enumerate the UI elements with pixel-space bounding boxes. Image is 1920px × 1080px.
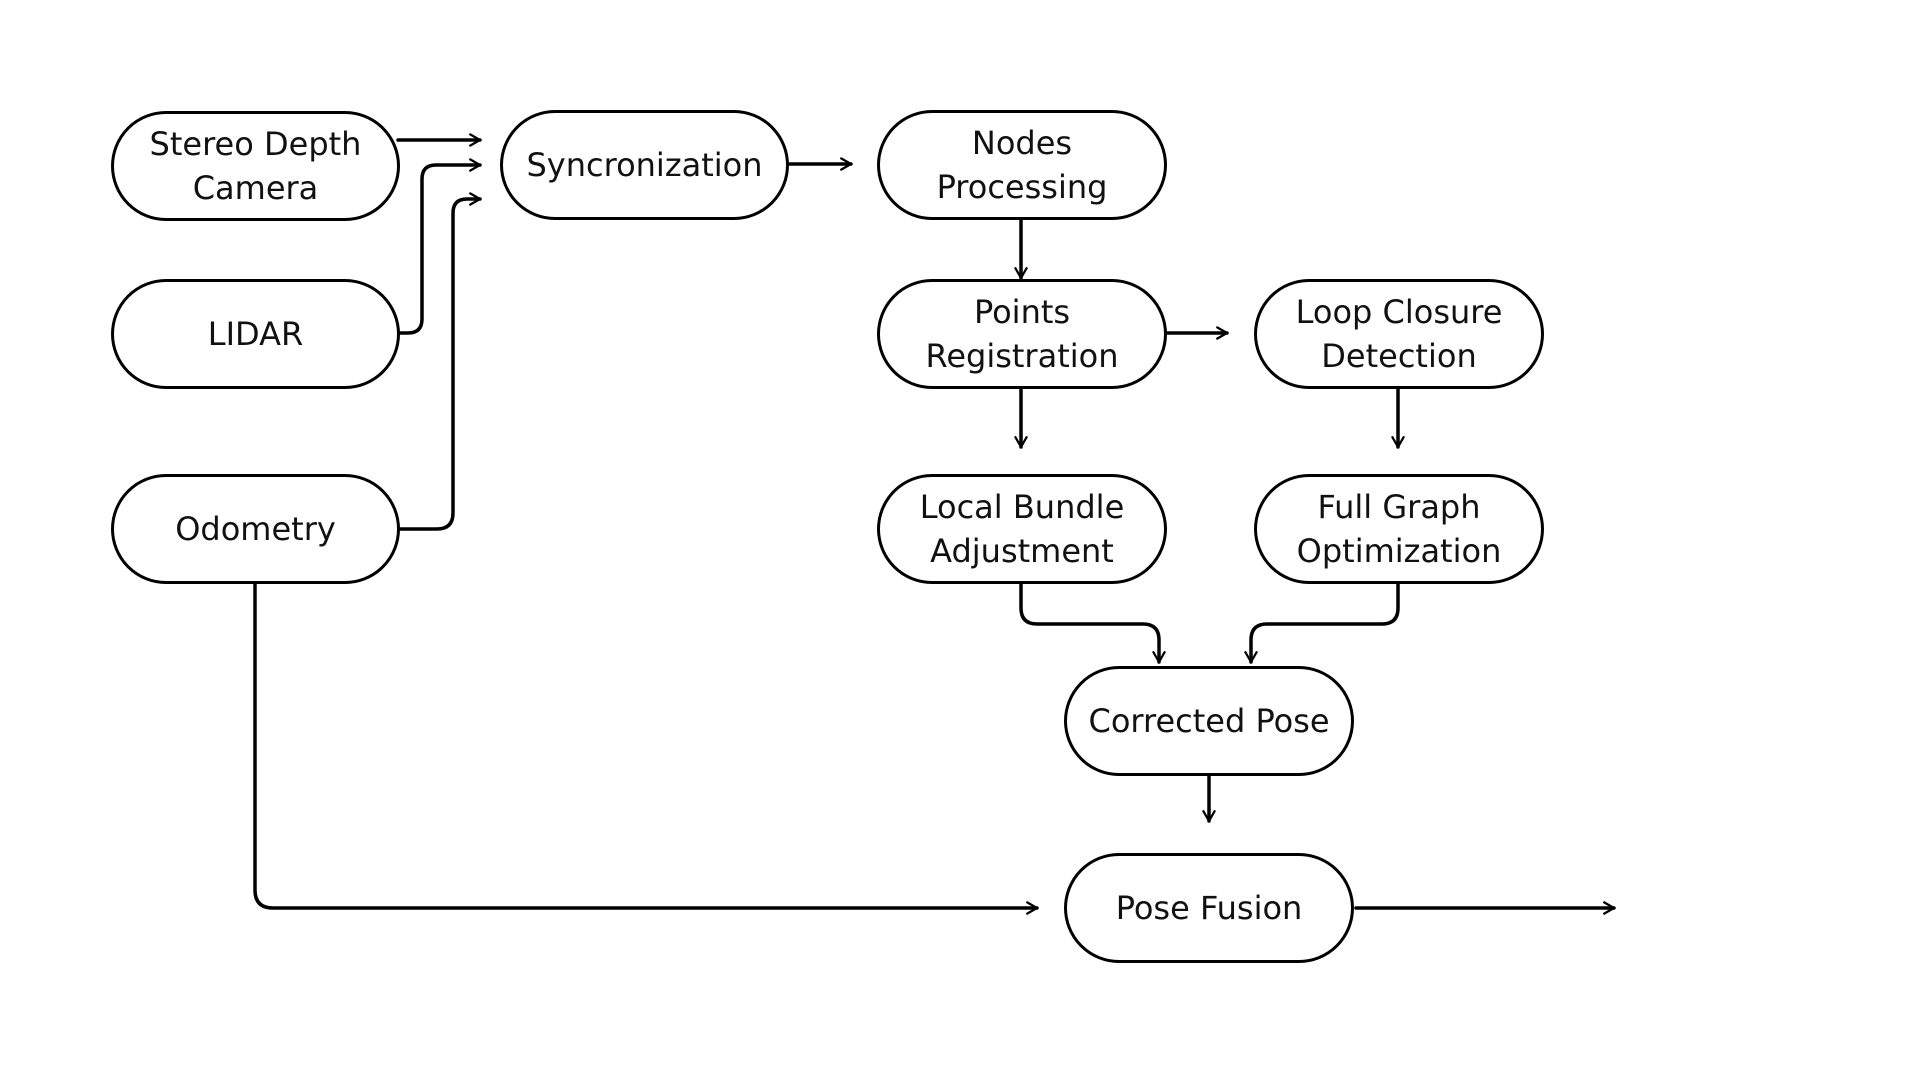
node-lidar-label: LIDAR [207, 315, 304, 353]
node-points-registration-label: Points Registration [925, 293, 1119, 375]
node-pose-fusion-label: Pose Fusion [1115, 889, 1303, 927]
edge-odometry-to-fusion [253, 582, 1039, 915]
node-points-registration: Points Registration [877, 279, 1167, 389]
node-pose-fusion: Pose Fusion [1064, 853, 1354, 963]
node-odometry: Odometry [111, 474, 400, 584]
node-stereo-depth-camera-label: Stereo Depth Camera [149, 125, 362, 207]
node-nodes-processing: Nodes Processing [877, 110, 1167, 220]
node-local-bundle-adjustment: Local Bundle Adjustment [877, 474, 1167, 584]
node-local-bundle-adjustment-label: Local Bundle Adjustment [919, 488, 1125, 570]
node-syncronization-label: Syncronization [526, 146, 763, 184]
node-odometry-label: Odometry [175, 510, 336, 548]
node-corrected-pose-label: Corrected Pose [1088, 702, 1330, 740]
node-lidar: LIDAR [111, 279, 400, 389]
node-loop-closure-detection-label: Loop Closure Detection [1295, 293, 1503, 375]
node-corrected-pose: Corrected Pose [1064, 666, 1354, 776]
edge-local-to-corrected [1019, 581, 1166, 664]
edge-odometry-to-sync [398, 192, 482, 531]
edge-full-to-corrected [1244, 581, 1400, 664]
node-stereo-depth-camera: Stereo Depth Camera [111, 111, 400, 221]
node-syncronization: Syncronization [500, 110, 789, 220]
node-full-graph-optimization: Full Graph Optimization [1254, 474, 1544, 584]
node-loop-closure-detection: Loop Closure Detection [1254, 279, 1544, 389]
node-nodes-processing-label: Nodes Processing [936, 124, 1108, 206]
edge-lidar-to-sync [398, 158, 482, 335]
node-full-graph-optimization-label: Full Graph Optimization [1296, 488, 1502, 570]
